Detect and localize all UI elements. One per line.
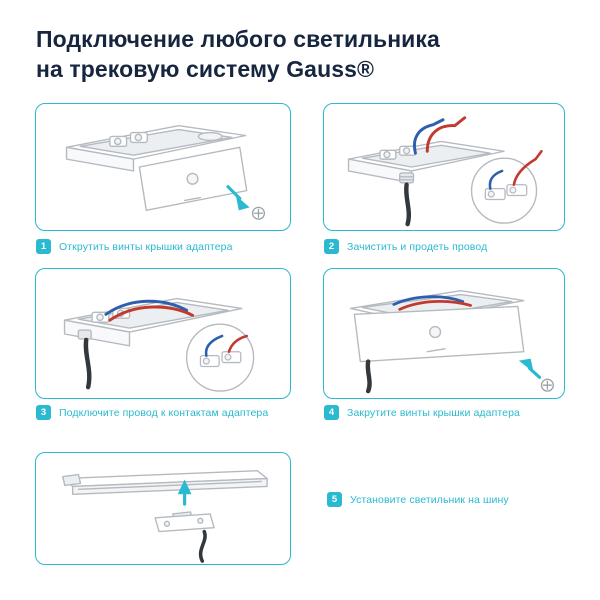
step-5-label: Установите светильник на шину xyxy=(350,493,509,506)
blue-wire xyxy=(413,118,445,155)
blue-wire xyxy=(104,299,189,316)
page-title-line1: Подключение любого светильника xyxy=(36,26,440,52)
red-wire xyxy=(108,305,195,322)
step-1-label: Открутить винты крышки адаптера xyxy=(59,240,233,253)
step-5-panel xyxy=(35,452,291,565)
arrow-icon xyxy=(518,358,542,379)
step-2-panel xyxy=(323,103,565,231)
screw-icon xyxy=(251,206,266,220)
step-3-label: Подключите провод к контактам адаптера xyxy=(59,406,269,419)
arrow-icon xyxy=(177,479,192,506)
step-4-panel xyxy=(323,268,565,399)
magnifier-detail-circle xyxy=(185,323,255,392)
power-cable xyxy=(365,359,372,394)
step-4-illustration xyxy=(349,289,554,394)
step-1-caption: 1 Открутить винты крышки адаптера xyxy=(36,239,233,254)
step-5-caption: 5 Установите светильник на шину xyxy=(327,492,509,507)
adapter-on-cable xyxy=(154,511,215,533)
step-2-number-badge: 2 xyxy=(324,239,339,254)
adapter-closed-body xyxy=(349,289,525,363)
arrow-icon xyxy=(226,185,250,211)
step-2-label: Зачистить и продеть провод xyxy=(347,240,488,253)
step-1-panel xyxy=(35,103,291,231)
step-3-caption: 3 Подключите провод к контактам адаптера xyxy=(36,405,268,420)
step-4-label: Закрутите винты крышки адаптера xyxy=(347,406,520,419)
power-cable xyxy=(404,182,412,227)
step-1-number-badge: 1 xyxy=(36,239,51,254)
step-2-illustration xyxy=(347,116,543,227)
blue-wire xyxy=(392,295,465,306)
step-5-number-badge: 5 xyxy=(327,492,342,507)
page-title-line2: на трековую систему Gauss® xyxy=(36,56,375,82)
screw-icon xyxy=(540,378,554,392)
power-cable xyxy=(198,529,207,563)
step-5-illustration xyxy=(62,469,268,563)
step-3-number-badge: 3 xyxy=(36,405,51,420)
step-4-number-badge: 4 xyxy=(324,405,339,420)
adapter-open-body xyxy=(65,124,248,212)
power-cable xyxy=(83,337,92,390)
step-4-caption: 4 Закрутите винты крышки адаптера xyxy=(324,405,520,420)
step-2-caption: 2 Зачистить и продеть провод xyxy=(324,239,487,254)
red-wire xyxy=(398,300,472,311)
step-1-illustration xyxy=(65,124,266,220)
page-title: Подключение любого светильника на треков… xyxy=(36,24,440,84)
track-rail xyxy=(62,469,268,495)
step-3-panel xyxy=(35,268,291,399)
step-3-illustration xyxy=(63,297,255,392)
magnifier-detail-circle xyxy=(470,149,543,224)
red-wire xyxy=(425,116,467,153)
